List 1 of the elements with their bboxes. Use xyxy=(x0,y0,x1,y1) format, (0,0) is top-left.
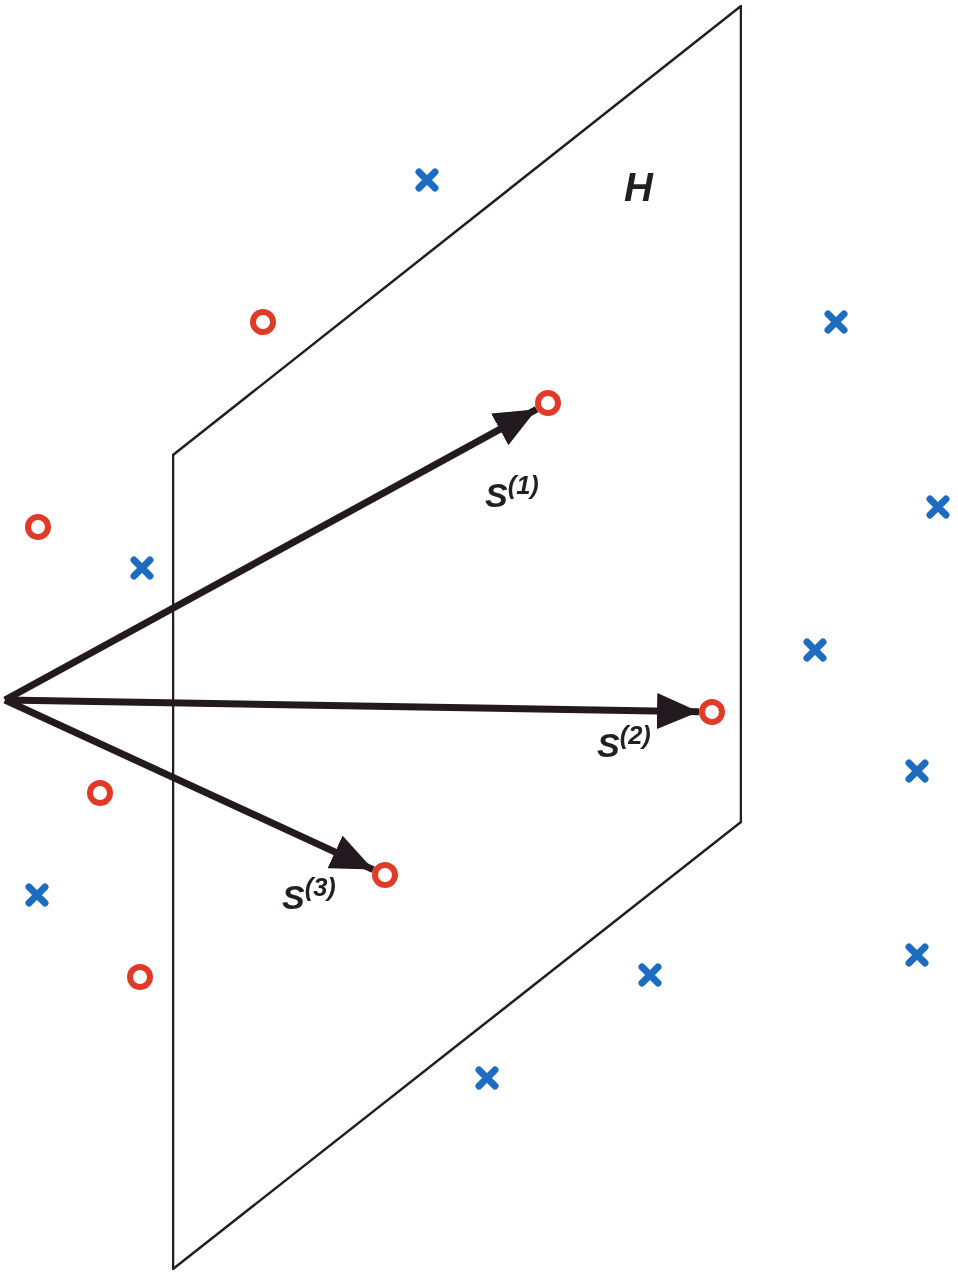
plane-label: H xyxy=(624,167,653,207)
